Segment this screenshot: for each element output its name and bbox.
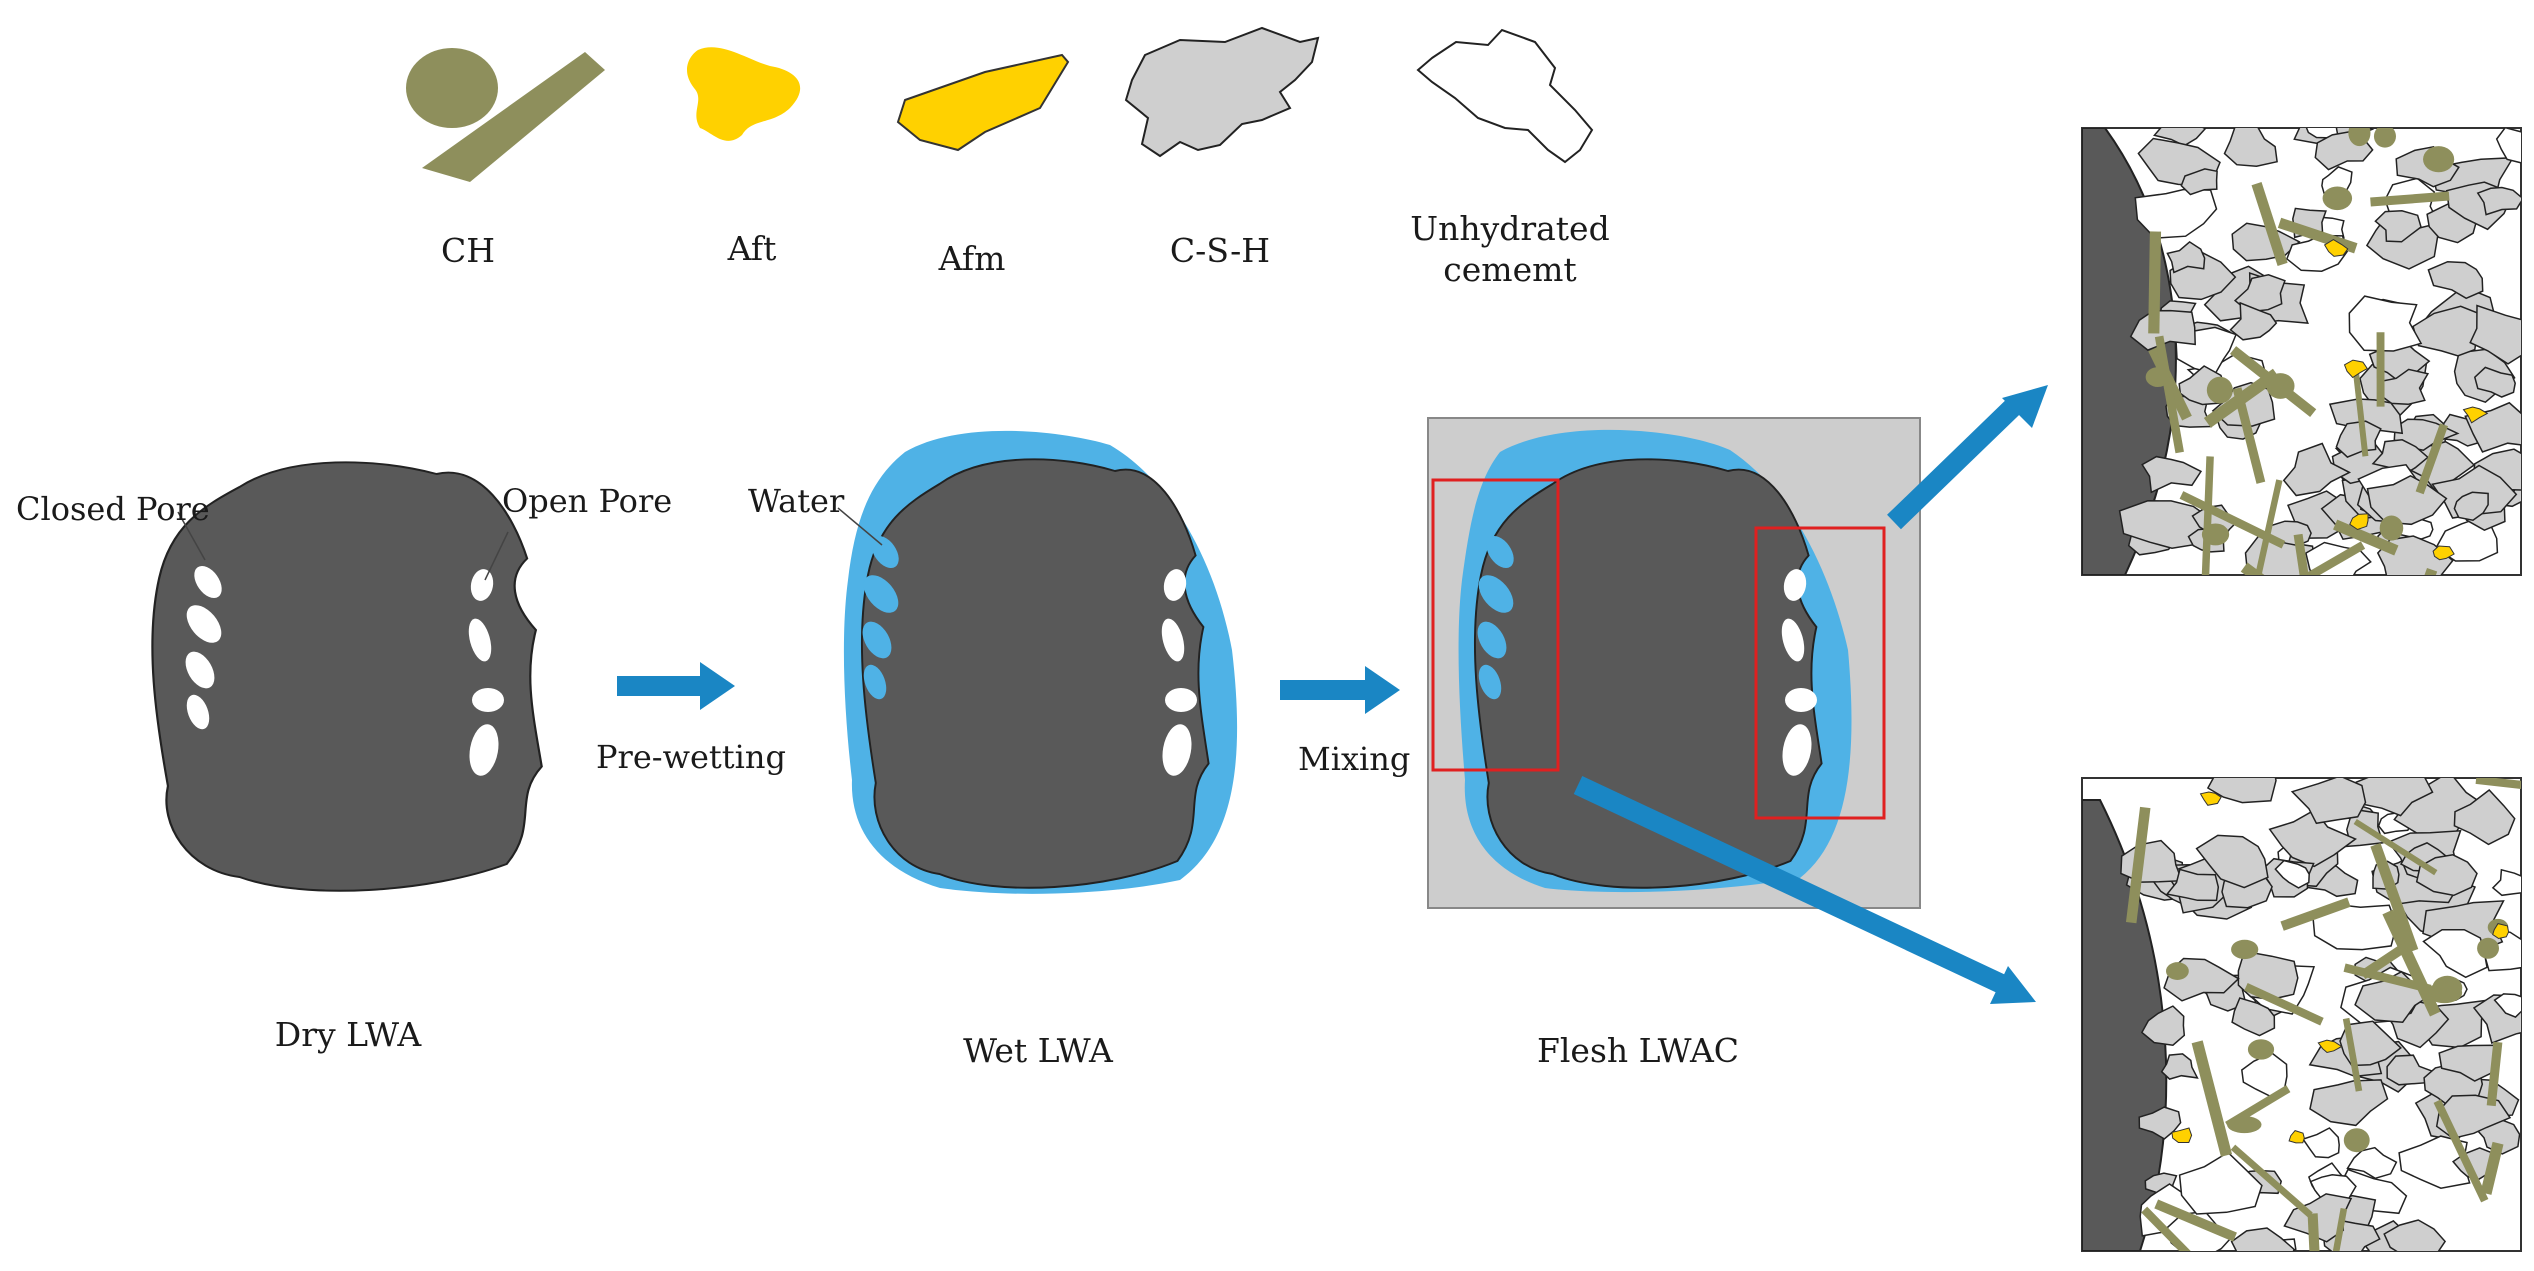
legend-label-afm: Afm — [862, 238, 1082, 279]
stage-label-wet-lwa: Wet LWA — [888, 1030, 1188, 1071]
legend-label-unhydrated-cement: Unhydrated cememt — [1400, 208, 1620, 291]
wet-lwa-aggregate — [844, 431, 1237, 894]
dry-lwa-aggregate — [152, 462, 541, 890]
mixing-arrow — [1280, 666, 1400, 714]
closed-pore-label: Closed Pore — [16, 490, 210, 528]
legend-label-ch: CH — [358, 230, 578, 271]
prewetting-arrow — [617, 662, 735, 710]
legend-unhydrated-cement-icon — [1418, 30, 1592, 162]
legend-afm-icon — [898, 55, 1068, 150]
legend-aft-icon — [687, 47, 800, 141]
zoom-panel-top — [2082, 108, 2534, 656]
stage-label-dry-lwa: Dry LWA — [198, 1014, 498, 1055]
water-label: Water — [748, 482, 844, 520]
prewetting-label: Pre-wetting — [596, 738, 786, 776]
stage-label-flesh-lwac: Flesh LWAC — [1488, 1030, 1788, 1071]
legend-label-aft: Aft — [642, 228, 862, 269]
mixing-label: Mixing — [1298, 740, 1410, 778]
legend-csh-icon — [1126, 28, 1318, 156]
legend-label-csh: C-S-H — [1110, 230, 1330, 271]
open-pore-label: Open Pore — [502, 482, 672, 520]
zoom-panel-bottom — [2082, 748, 2534, 1267]
legend-ch-icon — [406, 48, 605, 182]
